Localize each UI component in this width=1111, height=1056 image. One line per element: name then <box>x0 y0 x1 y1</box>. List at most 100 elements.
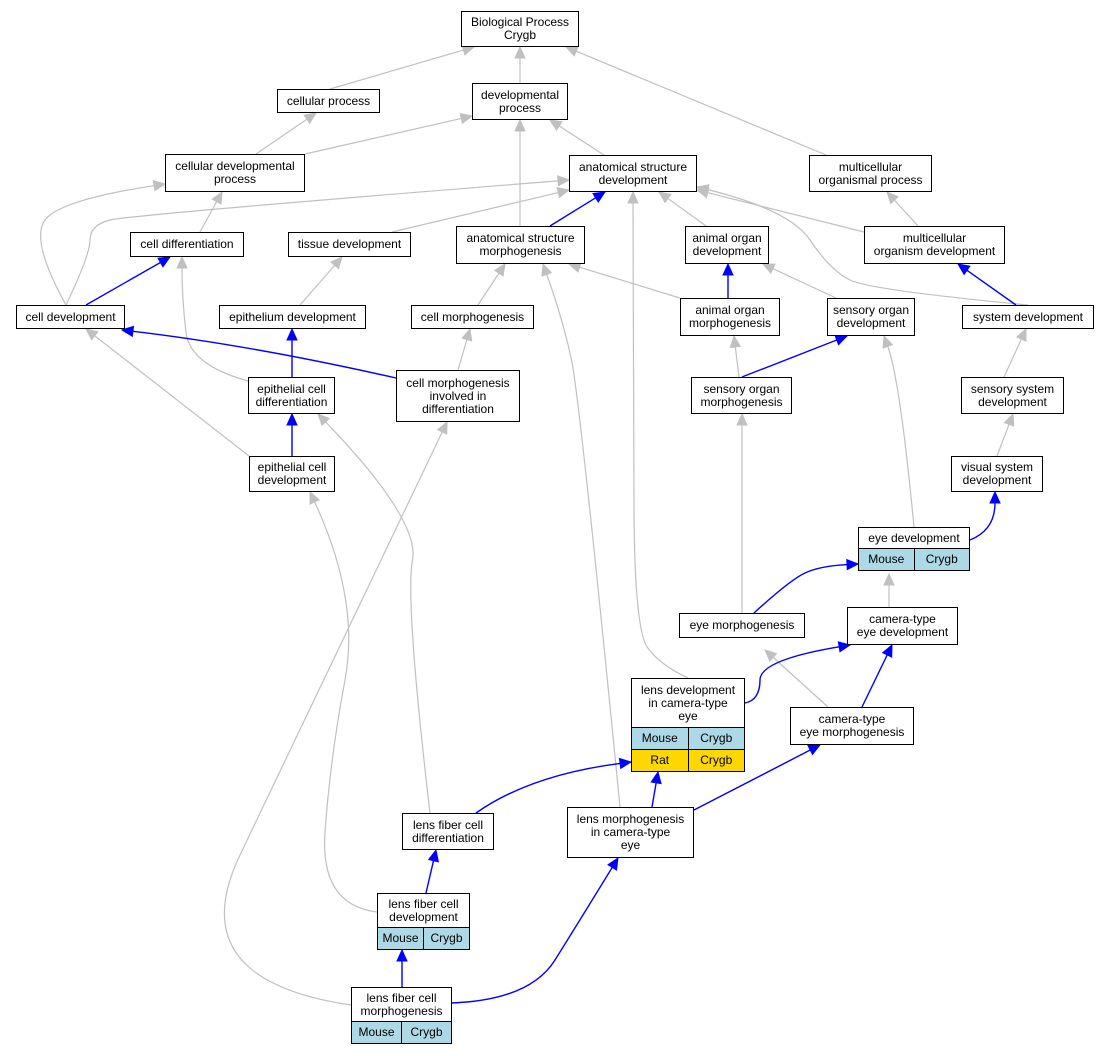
go-term-mop[interactable]: multicellular organismal process <box>809 155 932 192</box>
go-term-vsd[interactable]: visual system development <box>951 456 1043 492</box>
edge-asd-dp <box>558 125 605 156</box>
term-label: visual system development <box>960 460 1034 487</box>
go-term-cp[interactable]: cellular process <box>277 89 380 113</box>
gene-cell: Crygb <box>687 750 745 771</box>
arrowhead-dp-bp <box>514 45 526 59</box>
go-term-lmct[interactable]: lens morphogenesis in camera-type eye <box>567 807 694 858</box>
edge-sod-aod <box>772 268 837 299</box>
go-term-ssd[interactable]: sensory system development <box>961 377 1064 414</box>
arrowhead-cmid-cm <box>461 327 473 342</box>
term-label: cellular process <box>286 93 371 108</box>
gene-cell: Crygb <box>913 549 970 570</box>
go-term-ed[interactable]: epithelium development <box>219 305 366 329</box>
go-term-cted[interactable]: camera-type eye development <box>847 607 958 645</box>
edge-ecdiff-cd <box>181 267 249 382</box>
go-term-ctem[interactable]: camera-type eye morphogenesis <box>790 707 914 745</box>
term-label: lens fiber cell differentiation <box>412 817 484 845</box>
arrowhead-cd-cdp <box>211 190 223 205</box>
edge-cm-asm <box>477 272 500 306</box>
go-term-dp[interactable]: developmental process <box>472 83 568 120</box>
arrowhead-lfcdev-ecdev <box>309 490 321 505</box>
term-label: anatomical structure morphogenesis <box>466 231 575 258</box>
term-label: cell differentiation <box>140 237 234 251</box>
edge-mod-asd <box>707 192 865 233</box>
arrowhead-lfcm-cmid <box>436 420 448 435</box>
arrowhead-som-aom <box>729 334 742 349</box>
go-term-cd[interactable]: cell differentiation <box>130 232 244 257</box>
term-label: lens development in camera-type eye <box>640 682 736 723</box>
go-term-ecdev[interactable]: epithelial cell development <box>249 456 335 492</box>
arrowhead-ecdev-cdev <box>85 328 99 341</box>
species-cell: Mouse <box>641 731 678 745</box>
arrowhead-aod-asd <box>658 191 672 204</box>
term-label: lens fiber cell development <box>388 896 459 924</box>
edge-eyed-vsd <box>969 502 996 541</box>
edge-cdev-asd <box>65 180 559 306</box>
go-term-cmid[interactable]: cell morphogenesis involved in different… <box>396 370 520 422</box>
go-term-td[interactable]: tissue development <box>288 232 411 257</box>
arrowhead-cmid-cdev <box>120 325 135 338</box>
go-term-mod[interactable]: multicellular organism development <box>864 226 1005 264</box>
go-term-som[interactable]: sensory organ morphogenesis <box>691 377 792 414</box>
arrowhead-cdev-asd <box>557 175 571 187</box>
arrowhead-lfcdiff-ldct <box>618 757 633 770</box>
go-term-asm[interactable]: anatomical structure morphogenesis <box>456 226 585 264</box>
go-term-sod[interactable]: sensory organ development <box>827 298 915 336</box>
edge-ctem-eyem <box>772 656 829 708</box>
edge-eyed-sod <box>887 346 915 528</box>
arrowhead-td-asd <box>556 187 571 199</box>
annotation-row: Mouse Crygb <box>859 548 969 570</box>
gene-cell: Crygb <box>401 1022 451 1043</box>
go-term-lfcdiff[interactable]: lens fiber cell differentiation <box>402 813 494 850</box>
species-cell: Mouse <box>868 552 905 566</box>
term-label: anatomical structure development <box>578 159 688 187</box>
edge-cdp-cp <box>255 118 308 155</box>
go-term-bp[interactable]: Biological Process Crygb <box>461 11 579 47</box>
arrowhead-eyem-eyed <box>846 558 860 571</box>
term-label: camera-type eye morphogenesis <box>799 712 905 739</box>
edge-lfcdev-ecdev <box>314 501 378 913</box>
edge-som-aom <box>734 346 740 378</box>
go-term-cdev[interactable]: cell development <box>16 305 125 329</box>
term-label: multicellular organism development <box>873 231 996 258</box>
edge-lfcdiff-ldct <box>475 762 621 814</box>
go-term-ecdiff[interactable]: epithelial cell differentiation <box>248 377 335 414</box>
go-term-cm[interactable]: cell morphogenesis <box>411 305 534 329</box>
term-label: cell development <box>25 309 116 324</box>
arrowhead-sd-mod <box>957 263 971 276</box>
term-label: Biological Process Crygb <box>470 15 570 42</box>
go-term-sd[interactable]: system development <box>962 305 1094 329</box>
edge-eyem-eyed <box>753 563 848 614</box>
edge-cp-bp <box>329 49 464 90</box>
go-term-aod[interactable]: animal organ development <box>685 226 769 264</box>
go-term-eyem[interactable]: eye morphogenesis <box>679 613 805 638</box>
go-term-asd[interactable]: anatomical structure development <box>569 155 697 192</box>
arrowhead-asd-dp <box>548 119 563 132</box>
arrowhead-cdev-cd <box>157 256 172 268</box>
arrowhead-asm-dp <box>514 118 526 132</box>
edge-mod-mop <box>893 199 919 227</box>
edge-ldct-asd <box>632 202 689 679</box>
edge-lfcdev-lfcdiff <box>425 860 435 894</box>
arrowhead-lmct-asm <box>541 262 553 277</box>
edge-cdp-dp <box>304 117 462 155</box>
term-label: sensory organ morphogenesis <box>700 381 783 409</box>
edge-td-asd <box>391 191 559 233</box>
edge-aod-asd <box>667 197 707 227</box>
edge-mop-bp <box>575 50 827 156</box>
go-term-cdp[interactable]: cellular developmental process <box>165 154 305 192</box>
edge-cd-cdp <box>199 201 218 233</box>
go-term-aom[interactable]: animal organ morphogenesis <box>680 298 780 336</box>
edge-sd-mod <box>966 269 1017 306</box>
term-label: sensory organ development <box>832 303 910 330</box>
